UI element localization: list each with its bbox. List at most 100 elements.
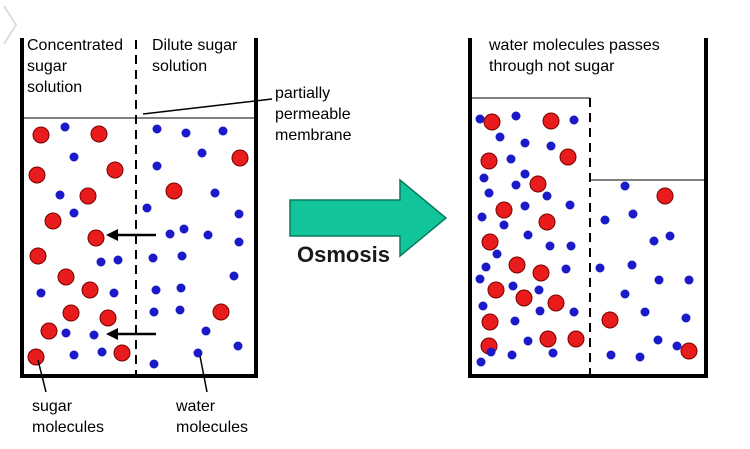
water-molecule	[477, 212, 487, 222]
water-molecule	[484, 188, 494, 198]
sugar-molecule	[87, 229, 105, 247]
sugar-molecule	[567, 330, 585, 348]
water-molecule	[69, 152, 79, 162]
water-molecule	[542, 191, 552, 201]
sugar-pointer	[37, 359, 47, 393]
water-molecule	[165, 229, 175, 239]
sugar-molecule	[539, 330, 557, 348]
water-molecule	[535, 306, 545, 316]
sugar-molecule	[29, 247, 47, 265]
water-molecule	[546, 141, 556, 151]
right-molecules	[475, 111, 698, 367]
water-molecule	[628, 209, 638, 219]
water-molecule	[478, 301, 488, 311]
water-molecule	[109, 288, 119, 298]
water-molecule	[197, 148, 207, 158]
water-molecule	[545, 241, 555, 251]
water-molecule	[499, 220, 509, 230]
water-molecule	[653, 335, 663, 345]
water-molecule	[561, 264, 571, 274]
water-molecule	[510, 316, 520, 326]
water-molecule	[475, 274, 485, 284]
water-molecule	[507, 350, 517, 360]
water-molecule	[523, 230, 533, 240]
sugar-molecule	[57, 268, 75, 286]
membrane-label: partially permeable membrane	[275, 85, 355, 144]
left-beaker-outline	[20, 38, 258, 378]
water-molecule	[152, 124, 162, 134]
water-molecule	[229, 271, 239, 281]
sugar-molecule	[481, 313, 499, 331]
water-molecule	[89, 330, 99, 340]
water-molecule	[565, 200, 575, 210]
sugar-molecule	[508, 256, 526, 274]
water-molecule	[55, 190, 65, 200]
left-molecules	[27, 122, 249, 369]
chevron-right-icon[interactable]	[0, 0, 20, 50]
water-molecule	[654, 275, 664, 285]
water-molecule	[177, 251, 187, 261]
right-beaker-outline	[468, 38, 708, 378]
sugar-molecule	[40, 322, 58, 340]
water-molecule	[234, 237, 244, 247]
water-molecule	[566, 241, 576, 251]
water-molecule	[149, 359, 159, 369]
water-molecule	[142, 203, 152, 213]
water-molecule	[684, 275, 694, 285]
sugar-molecule	[99, 309, 117, 327]
sugar-molecule	[480, 152, 498, 170]
water-molecule	[569, 115, 579, 125]
sugar-molecule	[559, 148, 577, 166]
sugar-molecule	[495, 201, 513, 219]
water-pointer	[199, 355, 208, 393]
water-molecule	[511, 180, 521, 190]
water-molecule	[635, 352, 645, 362]
sugar-molecule	[529, 175, 547, 193]
sugar-molecule	[44, 212, 62, 230]
water-molecule	[113, 255, 123, 265]
sugar-molecule	[28, 166, 46, 184]
water-molecule	[649, 236, 659, 246]
sugar-molecule	[231, 149, 249, 167]
sugar-molecule	[542, 112, 560, 130]
water-molecule	[672, 341, 682, 351]
water-molecule	[620, 181, 630, 191]
water-flow-arrow	[106, 328, 156, 340]
sugar-molecule	[532, 264, 550, 282]
dilute-label: Dilute sugar solution	[152, 37, 242, 75]
water-molecule	[523, 336, 533, 346]
water-molecule	[520, 201, 530, 211]
left-beaker	[20, 38, 273, 393]
sugar-molecule	[481, 233, 499, 251]
water-molecule	[152, 161, 162, 171]
water-molecule	[176, 283, 186, 293]
sugar-molecule	[538, 213, 556, 231]
osmosis-label: Osmosis	[297, 242, 390, 267]
water-molecule	[681, 313, 691, 323]
water-molecule	[495, 132, 505, 142]
water-molecule	[149, 307, 159, 317]
water-molecule	[234, 209, 244, 219]
water-molecule	[175, 305, 185, 315]
water-molecule	[69, 208, 79, 218]
water-molecule	[595, 263, 605, 273]
water-molecule	[233, 341, 243, 351]
water-molecule	[640, 307, 650, 317]
result-label: water molecules passes through not sugar	[488, 37, 664, 75]
right-beaker	[468, 38, 708, 378]
sugar-molecule	[487, 281, 505, 299]
water-molecule	[179, 224, 189, 234]
water-molecule	[36, 288, 46, 298]
water-molecule	[218, 126, 228, 136]
water-molecule	[481, 262, 491, 272]
water-molecule	[96, 257, 106, 267]
sugar-molecule	[27, 348, 45, 366]
sugar-molecule	[656, 187, 674, 205]
water-molecule	[61, 328, 71, 338]
sugar-molecule	[212, 303, 230, 321]
water-molecule	[148, 253, 158, 263]
sugar-molecule	[106, 161, 124, 179]
sugar-molecule	[515, 289, 533, 307]
water-molecule	[476, 357, 486, 367]
